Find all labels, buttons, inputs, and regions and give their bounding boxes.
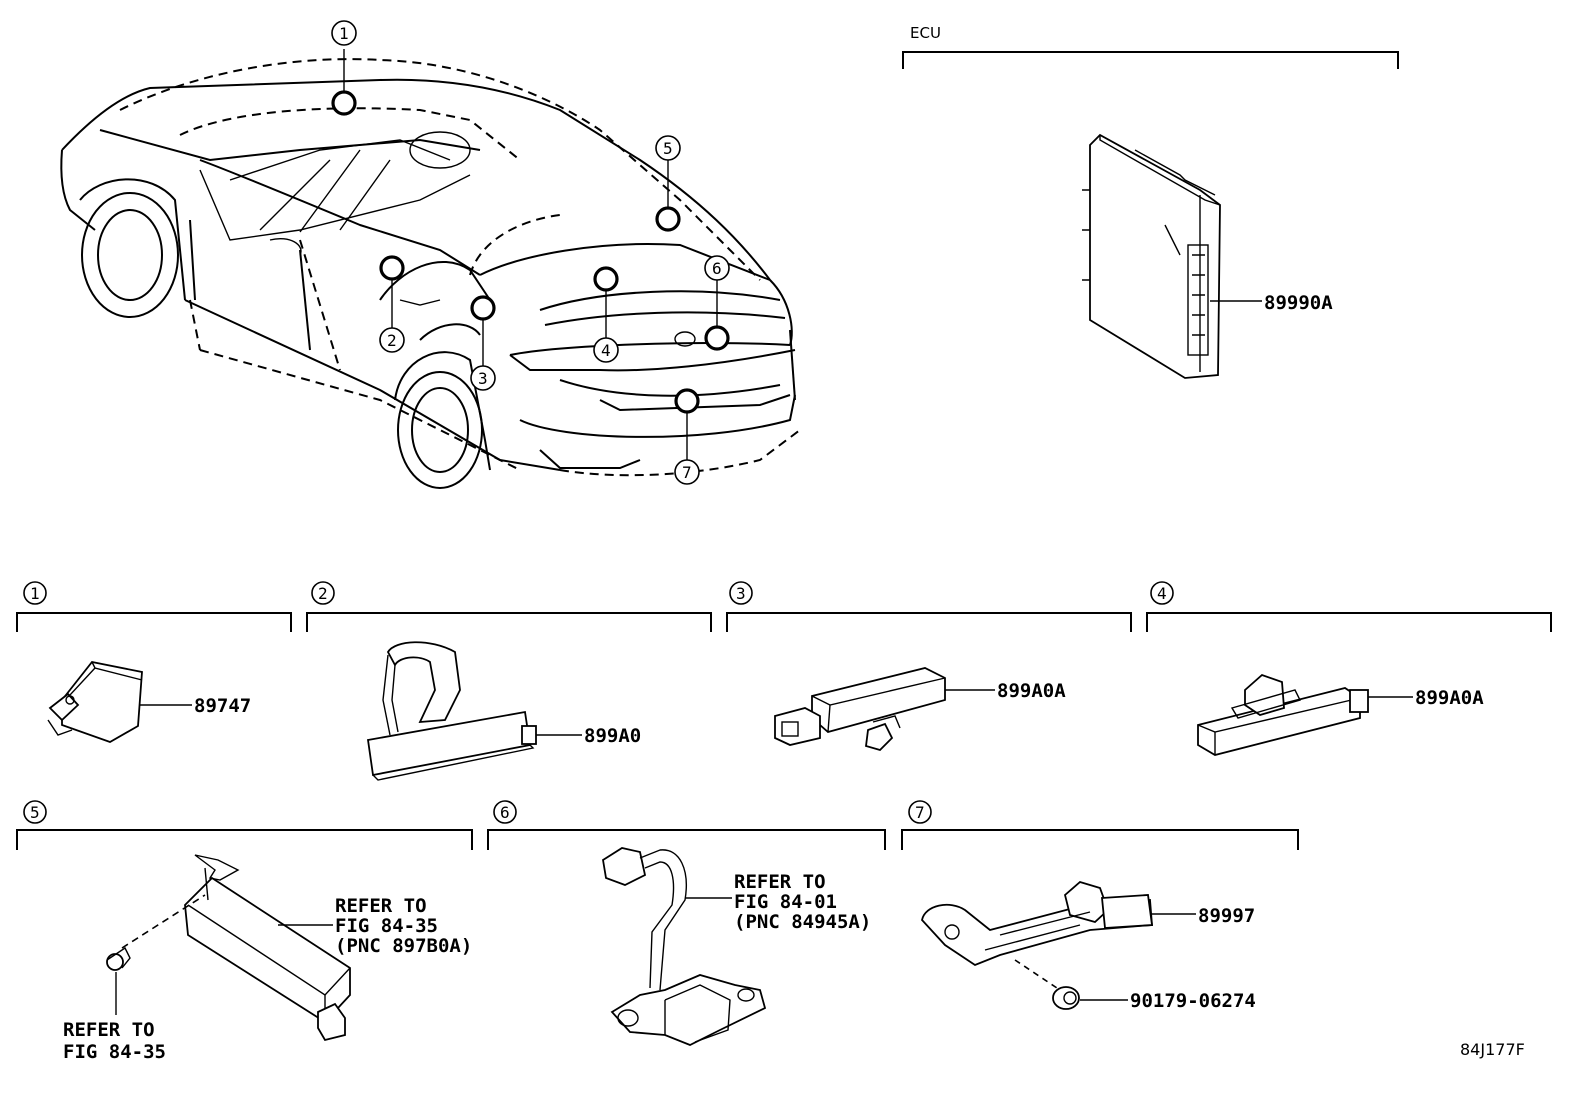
- part-5-ref-line1[interactable]: REFER TO: [335, 895, 427, 917]
- part-5-module[interactable]: [184, 854, 351, 1042]
- location-marker-3: [470, 295, 496, 321]
- callout-circle-2: [379, 327, 405, 353]
- part-1-number[interactable]: 89747: [194, 695, 251, 717]
- section-7-number: 7: [915, 803, 925, 822]
- part-6-camera[interactable]: [602, 847, 767, 1046]
- callout-6: 6: [712, 259, 722, 278]
- section-2-number: 2: [318, 584, 328, 603]
- location-marker-2: [379, 255, 405, 281]
- location-marker-1: [331, 90, 357, 116]
- section-6-number: 6: [500, 803, 510, 822]
- callout-2: 2: [387, 331, 397, 350]
- ecu-part-number[interactable]: 89990A: [1264, 292, 1333, 314]
- callout-1: 1: [339, 24, 349, 43]
- callout-circle-3: [470, 365, 496, 391]
- callout-3: 3: [478, 369, 488, 388]
- callout-circle-4: [593, 337, 619, 363]
- diagram-code: 84J177F: [1460, 1040, 1525, 1059]
- section-3-number: 3: [736, 584, 746, 603]
- part-2-antenna[interactable]: [366, 641, 537, 781]
- ecu-module[interactable]: [1082, 133, 1221, 379]
- callout-4: 4: [601, 341, 611, 360]
- section-1-number: 1: [30, 584, 40, 603]
- callout-5: 5: [663, 139, 673, 158]
- part-5-ref-line3[interactable]: (PNC 897B0A): [335, 935, 472, 957]
- part-5-ref-line2[interactable]: FIG 84-35: [335, 915, 438, 937]
- callout-circle-7: [674, 459, 700, 485]
- section-5-number: 5: [30, 803, 40, 822]
- part-7-number[interactable]: 89997: [1198, 905, 1255, 927]
- location-marker-4: [593, 266, 619, 292]
- part-6-ref-line2[interactable]: FIG 84-01: [734, 891, 837, 913]
- bolt-ref-line2[interactable]: FIG 84-35: [63, 1041, 166, 1063]
- part-6-ref-line3[interactable]: (PNC 84945A): [734, 911, 871, 933]
- part-6-ref-line1[interactable]: REFER TO: [734, 871, 826, 893]
- location-marker-5: [655, 206, 681, 232]
- ecu-label: ECU: [910, 24, 941, 42]
- part-2-number[interactable]: 899A0: [584, 725, 641, 747]
- part-7-clip-number[interactable]: 90179-06274: [1130, 990, 1256, 1012]
- section-4-number: 4: [1157, 584, 1167, 603]
- car-illustration: [60, 58, 801, 489]
- part-7-sensor-bracket[interactable]: [921, 880, 1154, 967]
- location-marker-7: [674, 388, 700, 414]
- callout-circle-1: [331, 20, 357, 46]
- part-4-antenna[interactable]: [1197, 673, 1369, 756]
- part-5-bolt[interactable]: [106, 946, 131, 971]
- ecu-group: ECU 89990A: [902, 24, 1399, 379]
- bolt-ref-line1[interactable]: REFER TO: [63, 1019, 155, 1041]
- part-3-number[interactable]: 899A0A: [997, 680, 1066, 702]
- part-7-clip[interactable]: [1052, 986, 1080, 1010]
- part-1-sensor[interactable]: [47, 661, 143, 743]
- part-3-antenna[interactable]: [774, 667, 946, 752]
- car-callouts: 1 2 3 4 5 6 7: [331, 20, 730, 485]
- callout-7: 7: [682, 463, 692, 482]
- section-brackets: 1 2 3 4 5 6 7: [16, 581, 1552, 850]
- location-marker-6: [704, 325, 730, 351]
- part-4-number[interactable]: 899A0A: [1415, 687, 1484, 709]
